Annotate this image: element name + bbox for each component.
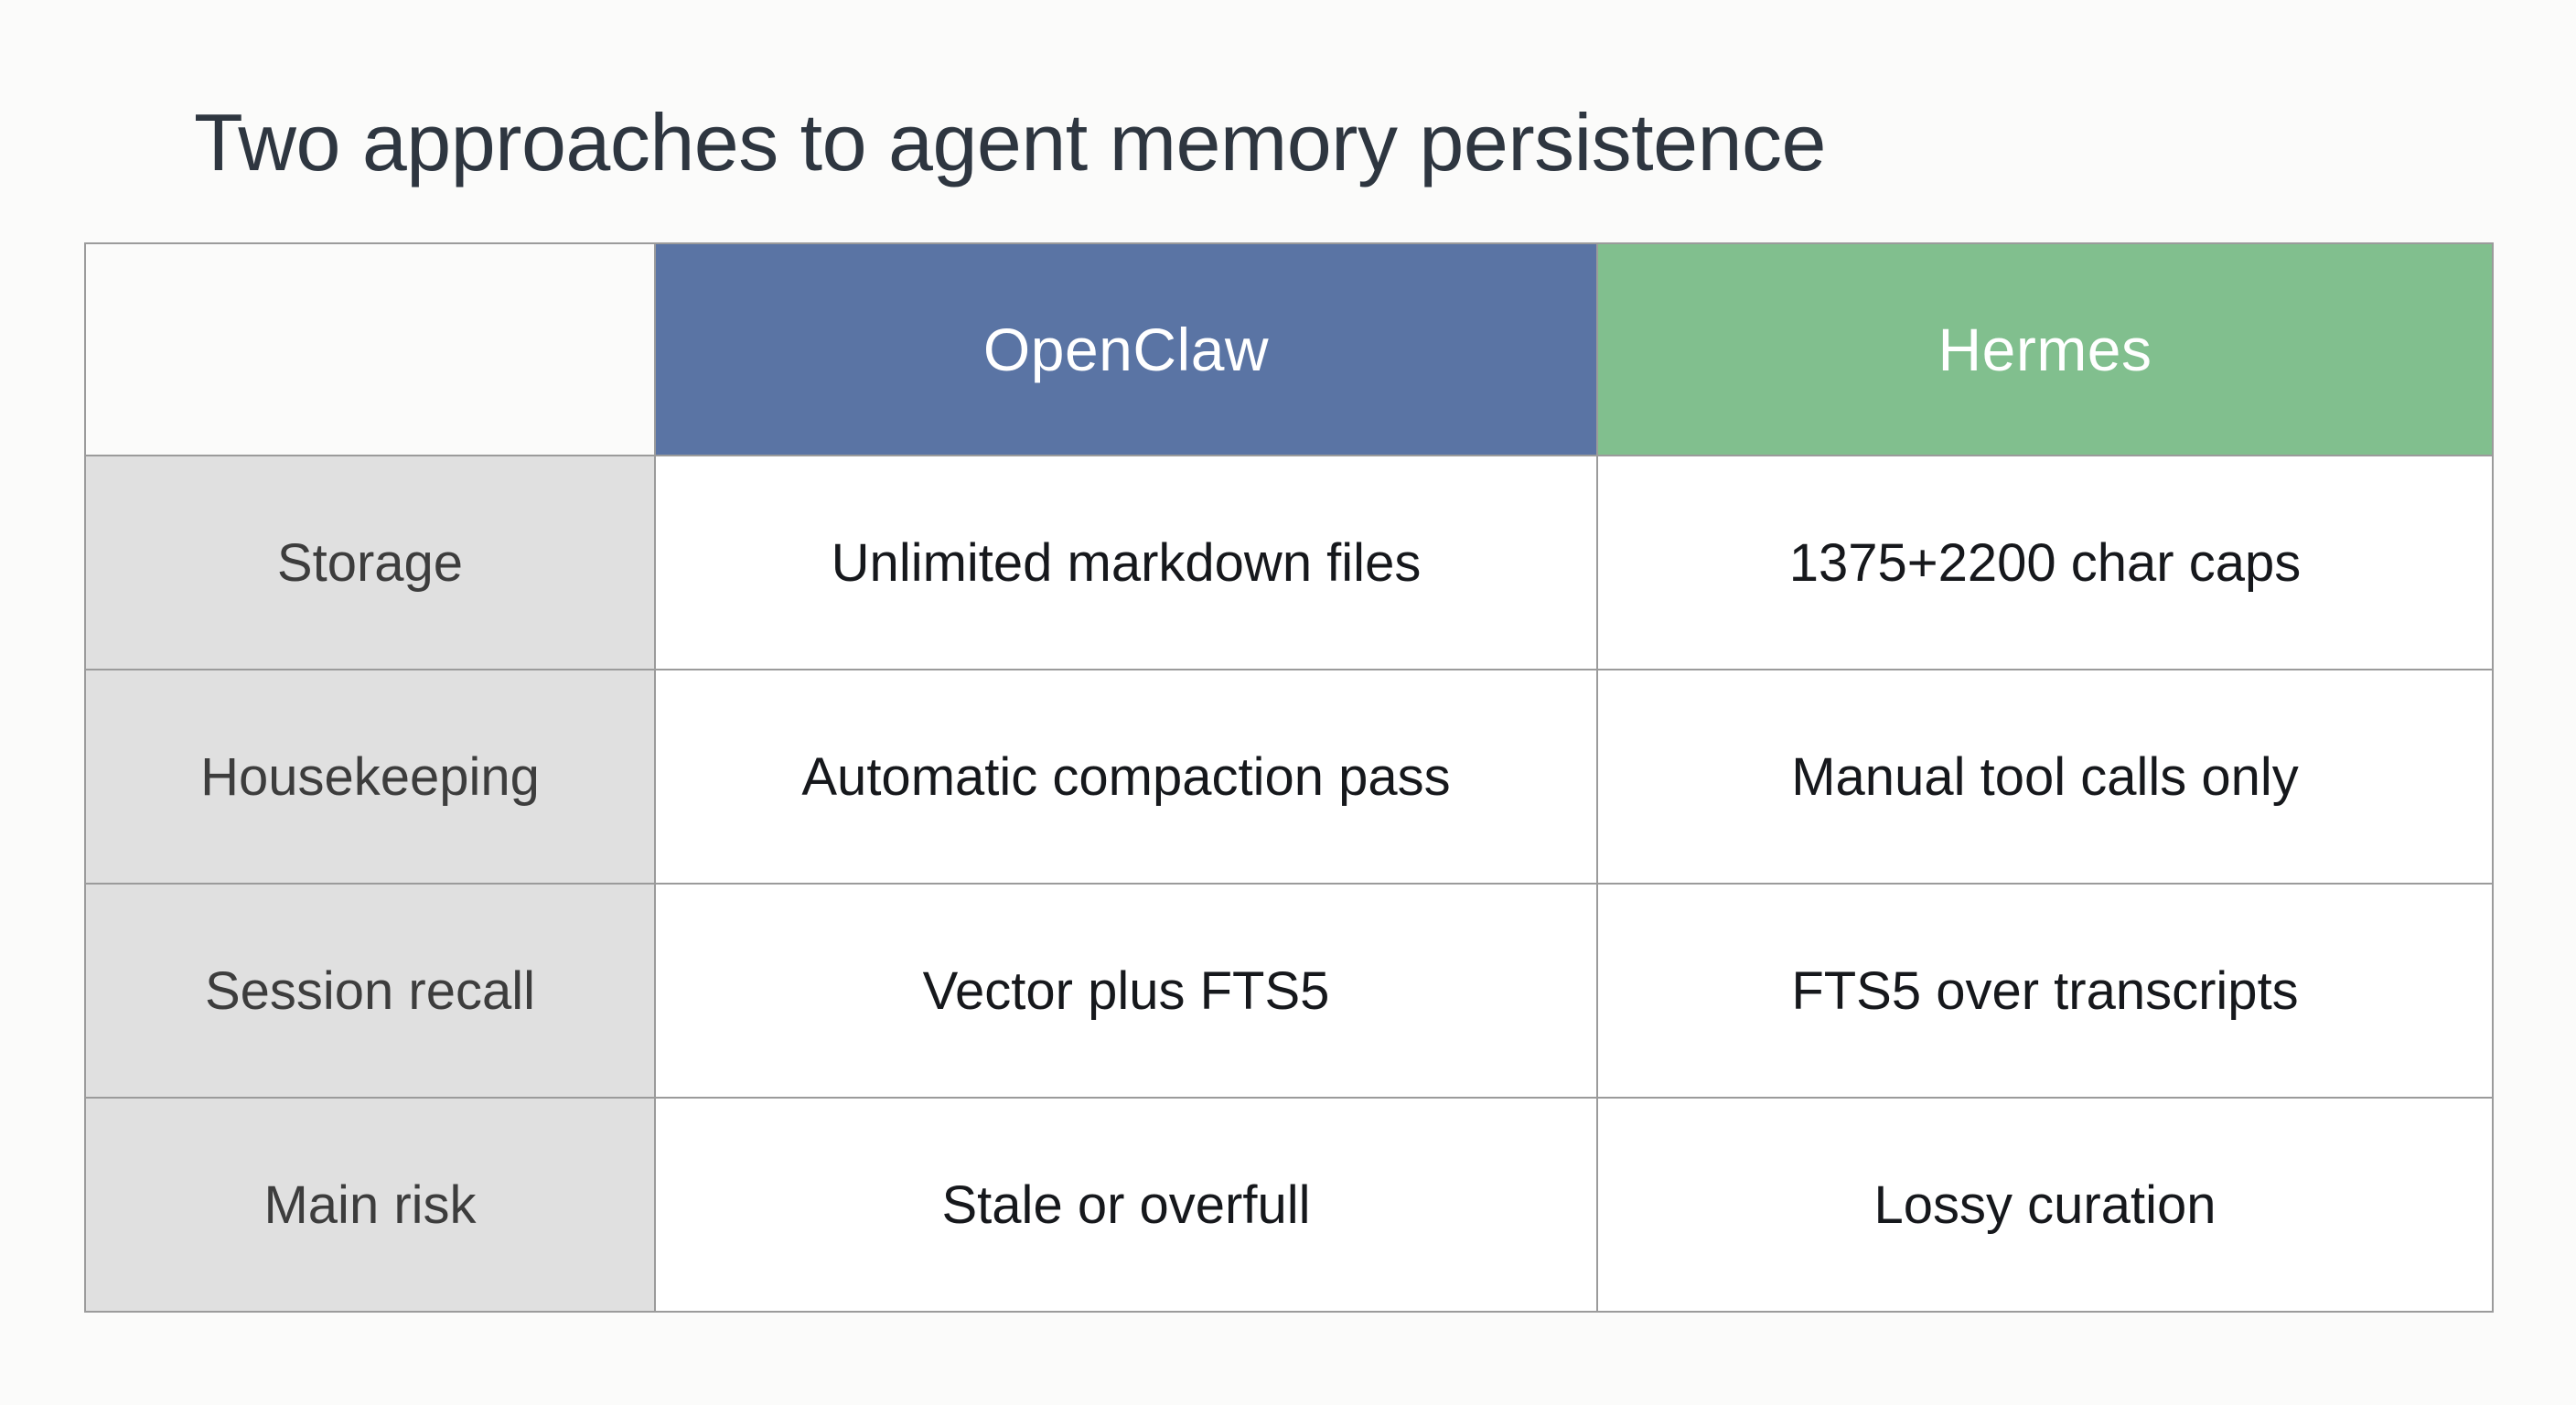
cell-main-risk-openclaw: Stale or overfull: [654, 1097, 1598, 1313]
comparison-table: OpenClaw Hermes Storage Unlimited markdo…: [84, 242, 2494, 1313]
table-row: Storage Unlimited markdown files 1375+22…: [84, 455, 2494, 670]
table-row: Housekeeping Automatic compaction pass M…: [84, 669, 2494, 885]
cell-main-risk-hermes: Lossy curation: [1596, 1097, 2494, 1313]
table-row: Session recall Vector plus FTS5 FTS5 ove…: [84, 883, 2494, 1099]
header-corner-spacer: [84, 242, 656, 456]
row-label-housekeeping: Housekeeping: [84, 669, 656, 885]
row-label-session-recall: Session recall: [84, 883, 656, 1099]
row-label-main-risk: Main risk: [84, 1097, 656, 1313]
cell-storage-hermes: 1375+2200 char caps: [1596, 455, 2494, 670]
cell-housekeeping-openclaw: Automatic compaction pass: [654, 669, 1598, 885]
cell-housekeeping-hermes: Manual tool calls only: [1596, 669, 2494, 885]
column-header-openclaw: OpenClaw: [654, 242, 1598, 456]
cell-session-recall-hermes: FTS5 over transcripts: [1596, 883, 2494, 1099]
row-label-storage: Storage: [84, 455, 656, 670]
column-header-hermes: Hermes: [1596, 242, 2494, 456]
table-header: OpenClaw Hermes: [84, 242, 2494, 456]
table-body: Storage Unlimited markdown files 1375+22…: [84, 455, 2494, 1313]
page-title: Two approaches to agent memory persisten…: [194, 96, 1826, 188]
header-row: OpenClaw Hermes: [84, 242, 2494, 456]
table-row: Main risk Stale or overfull Lossy curati…: [84, 1097, 2494, 1313]
cell-storage-openclaw: Unlimited markdown files: [654, 455, 1598, 670]
cell-session-recall-openclaw: Vector plus FTS5: [654, 883, 1598, 1099]
